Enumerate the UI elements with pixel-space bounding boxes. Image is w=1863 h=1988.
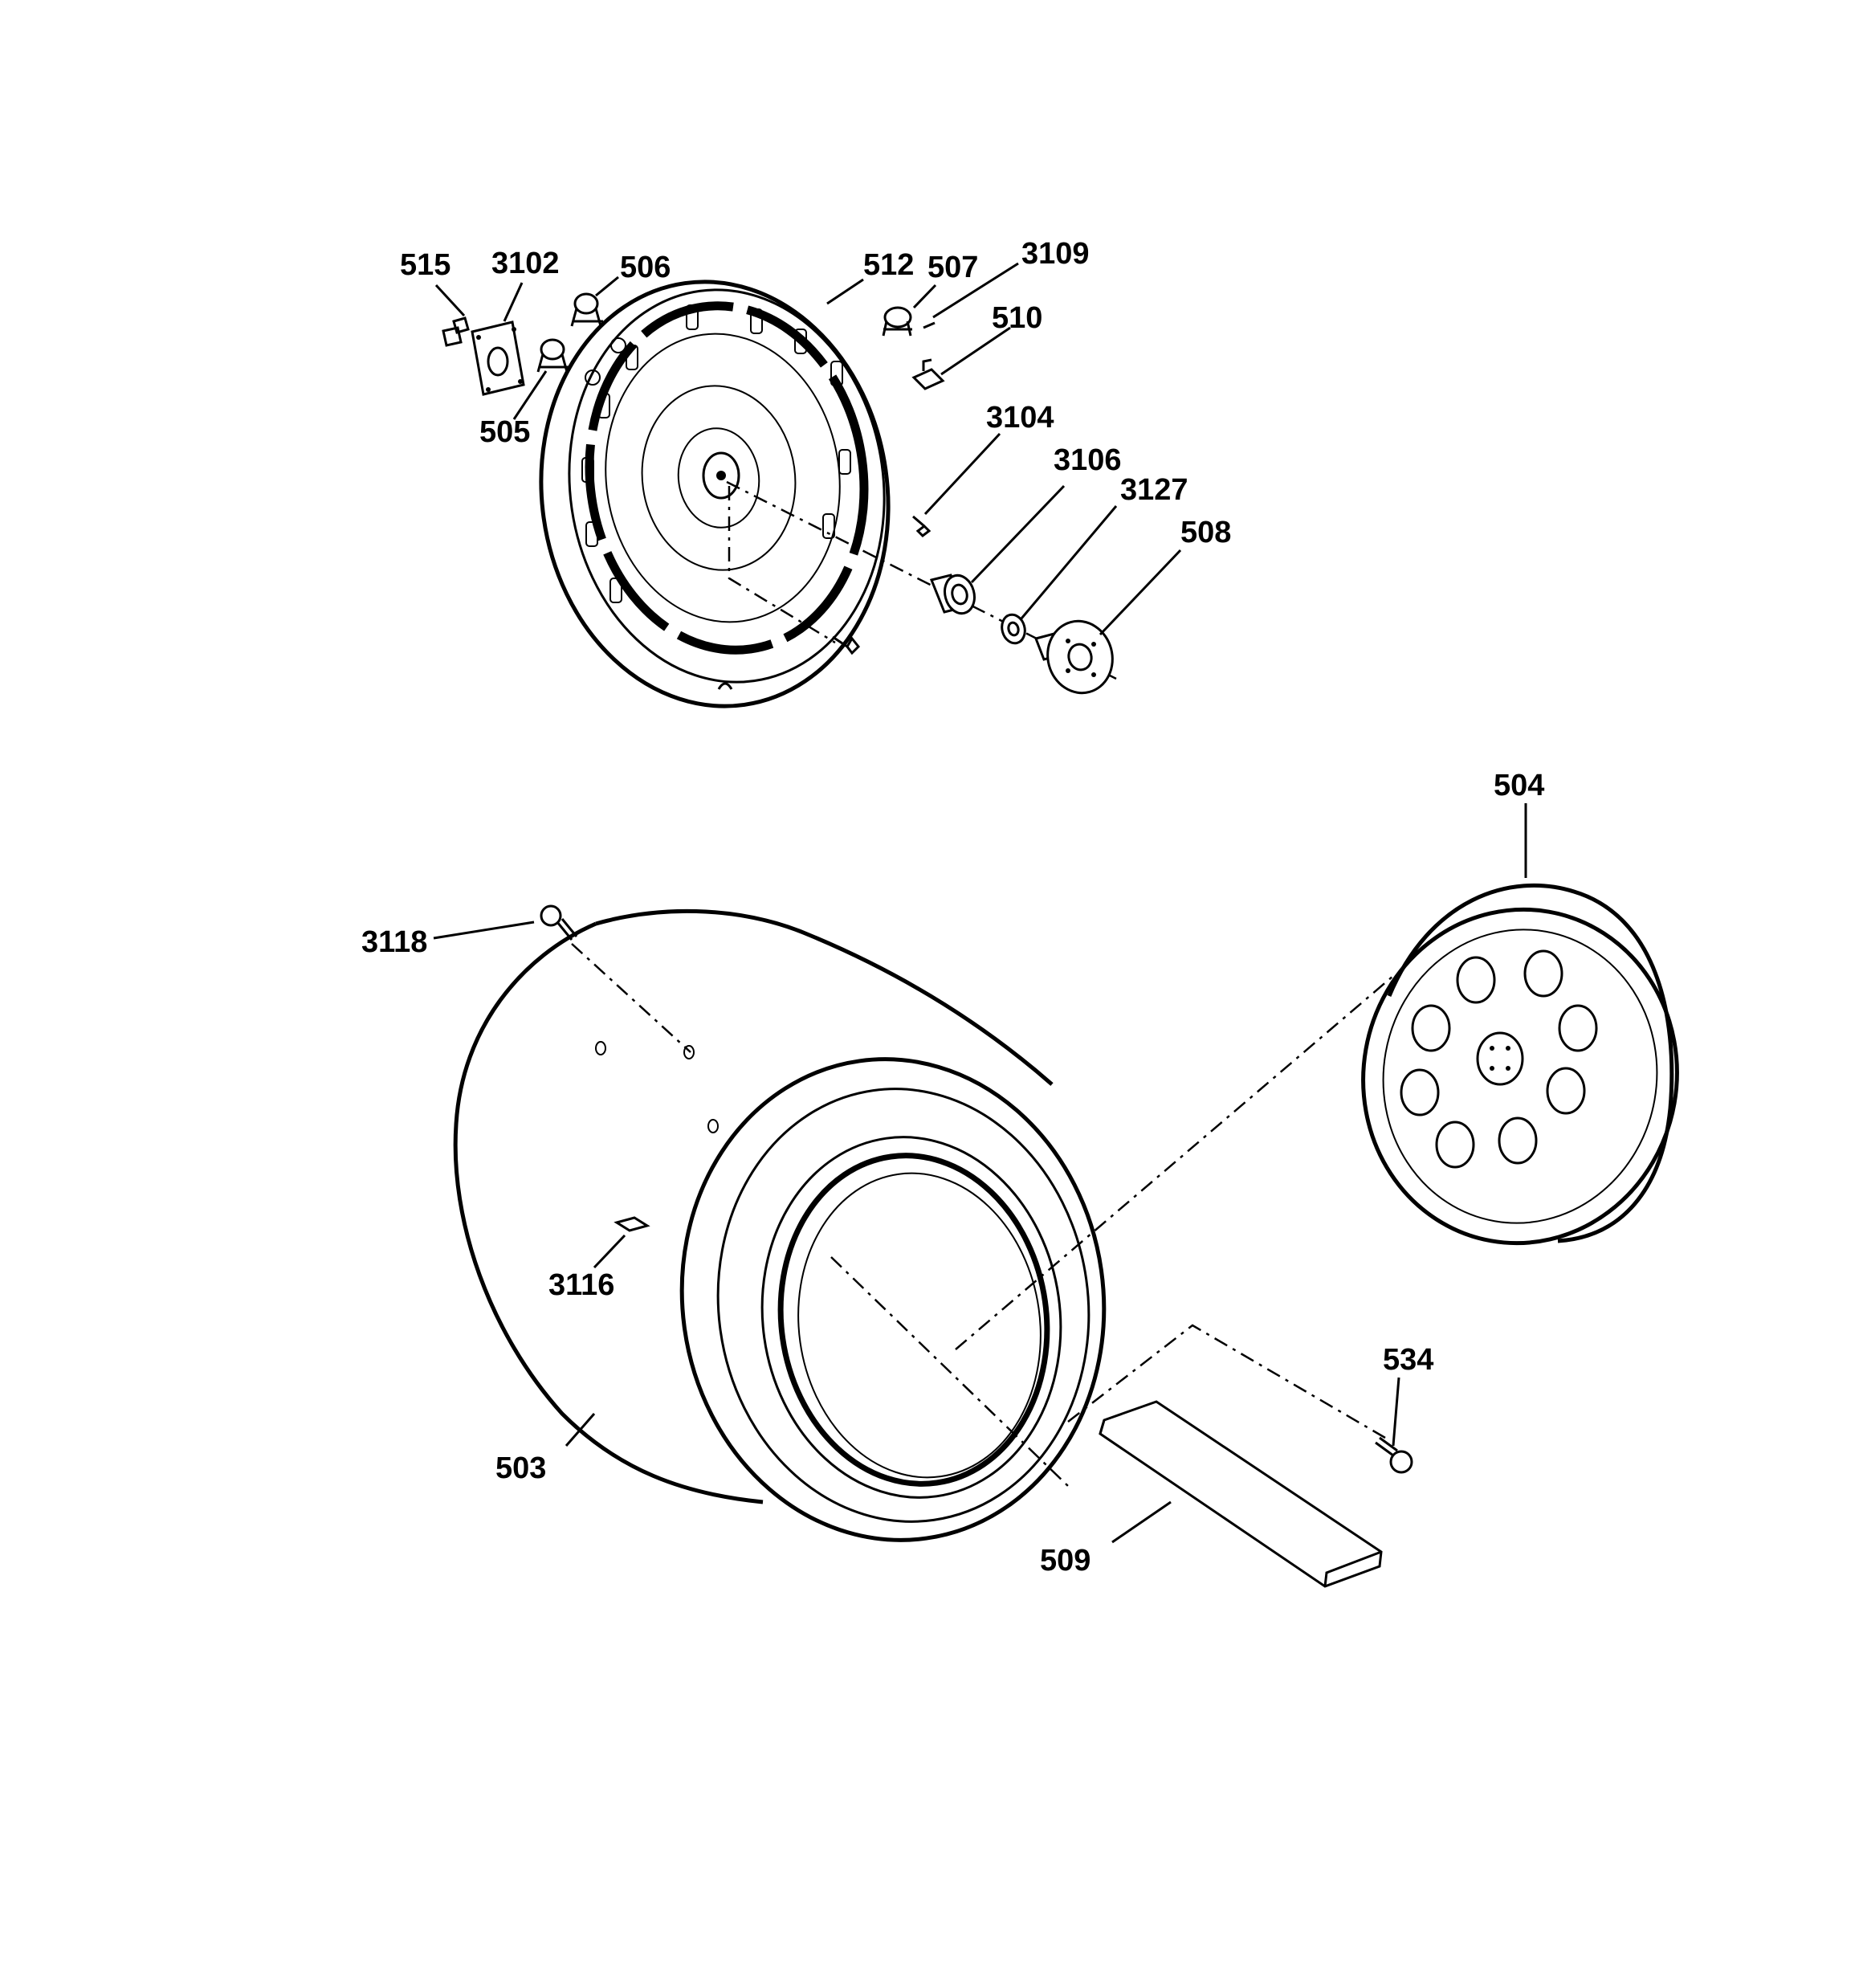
part-3109-screw — [923, 321, 936, 329]
label-3102: 3102 — [491, 247, 560, 280]
part-508-shaft — [1034, 619, 1114, 695]
label-3118: 3118 — [361, 925, 427, 959]
baffle-509 — [1099, 1400, 1383, 1588]
label-503: 503 — [495, 1451, 546, 1485]
part-labels: 515 3102 506 512 507 3109 510 505 3104 3… — [361, 237, 1544, 1578]
part-3104-screw — [912, 515, 932, 537]
label-515: 515 — [400, 248, 450, 282]
part-3116-clip — [614, 1216, 650, 1232]
label-3127: 3127 — [1120, 473, 1188, 507]
label-3116: 3116 — [548, 1268, 614, 1302]
part-505-thermostat — [536, 338, 569, 373]
label-507: 507 — [927, 251, 978, 284]
part-506-thermostat — [570, 292, 603, 327]
label-3109: 3109 — [1021, 237, 1090, 271]
label-506: 506 — [620, 251, 671, 284]
label-3104: 3104 — [986, 401, 1054, 435]
label-504: 504 — [1494, 769, 1544, 802]
rear-bulkhead-assembly — [539, 280, 891, 708]
label-3106: 3106 — [1054, 443, 1122, 477]
drum-503 — [453, 904, 1107, 1542]
label-534: 534 — [1383, 1343, 1433, 1377]
part-510-bracket — [911, 358, 945, 390]
label-509: 509 — [1040, 1544, 1090, 1578]
label-512: 512 — [863, 248, 914, 282]
drum-rear-504 — [1361, 883, 1679, 1246]
label-508: 508 — [1180, 516, 1231, 549]
part-3106-bearing — [929, 574, 976, 615]
label-505: 505 — [479, 415, 530, 449]
leader-lines — [433, 262, 1527, 1544]
part-534-screw — [1375, 1436, 1413, 1474]
part-515-clip — [442, 316, 470, 347]
part-507-thermostat — [882, 306, 912, 337]
label-510: 510 — [992, 301, 1042, 335]
part-3118-screw — [540, 904, 578, 941]
part-3102-plate — [471, 320, 525, 396]
part-3127-washer — [1001, 613, 1026, 645]
